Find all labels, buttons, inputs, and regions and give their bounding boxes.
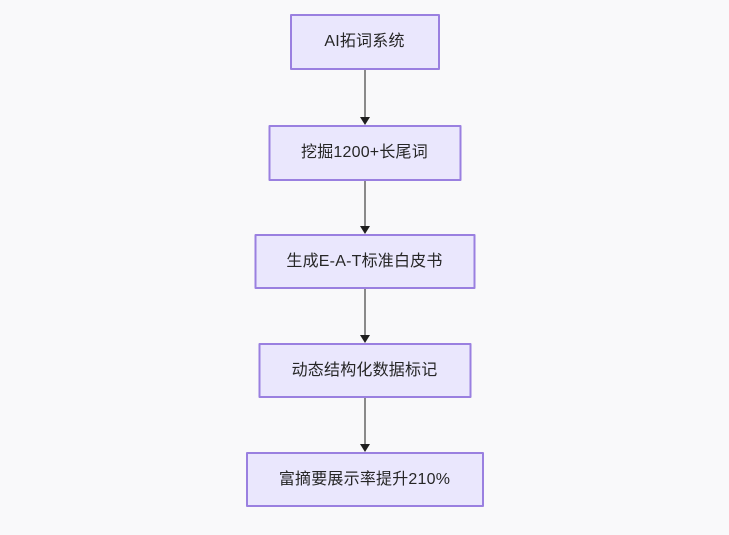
flow-edge-3-to-4	[359, 289, 371, 343]
flow-node-4-label: 动态结构化数据标记	[291, 361, 438, 379]
flow-node-2[interactable]: 挖掘1200+长尾词	[268, 125, 461, 181]
arrowhead-icon	[359, 444, 370, 452]
flow-node-5[interactable]: 富摘要展示率提升210%	[245, 452, 484, 507]
edge-line	[363, 289, 366, 336]
arrowhead-icon	[359, 226, 370, 234]
flow-edge-1-to-2	[359, 70, 371, 125]
flow-edge-2-to-3	[359, 181, 371, 234]
arrowhead-icon	[359, 117, 370, 125]
flow-node-3-label: 生成E-A-T标准白皮书	[286, 252, 443, 270]
flow-node-4[interactable]: 动态结构化数据标记	[258, 343, 471, 398]
edge-line	[363, 181, 366, 227]
edge-line	[363, 70, 366, 118]
edge-line	[363, 398, 366, 445]
flow-node-5-label: 富摘要展示率提升210%	[278, 470, 451, 488]
flow-node-1[interactable]: AI拓词系统	[289, 14, 440, 70]
flow-edge-4-to-5	[359, 398, 371, 452]
arrowhead-icon	[359, 335, 370, 343]
flow-node-2-label: 挖掘1200+长尾词	[301, 144, 428, 161]
flow-node-3[interactable]: 生成E-A-T标准白皮书	[254, 234, 475, 289]
flow-node-1-label: AI拓词系统	[324, 33, 405, 50]
